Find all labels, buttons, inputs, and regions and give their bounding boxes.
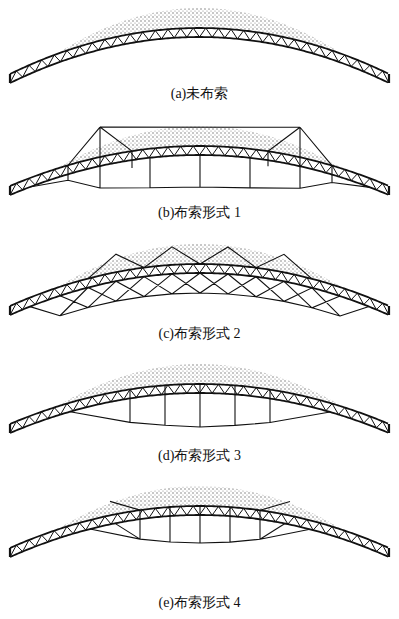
panel-caption: (b)布索形式 1 — [158, 205, 241, 220]
truss-arch-panel — [10, 126, 389, 195]
end-post — [10, 548, 389, 557]
caption-wrap: (d)布索形式 3 — [0, 446, 399, 464]
cable-system — [70, 384, 330, 427]
caption-wrap: (c)布索形式 2 — [0, 324, 399, 342]
truss-web — [10, 264, 389, 315]
end-post — [10, 74, 389, 83]
truss-arch-panel — [10, 8, 389, 83]
bottom-chord — [10, 515, 388, 557]
caption-wrap: (e)布索形式 4 — [0, 593, 399, 611]
truss-web — [10, 384, 389, 433]
cable-system — [30, 247, 369, 316]
bottom-chord — [10, 37, 388, 83]
caption-wrap: (a)未布索 — [0, 84, 399, 102]
cable-system — [90, 501, 310, 543]
panel-caption: (d)布索形式 3 — [158, 448, 241, 463]
truss-arch-panel — [10, 244, 389, 316]
truss-arch-panel — [10, 486, 389, 557]
panel-caption: (a)未布索 — [171, 86, 229, 101]
bottom-chord — [10, 155, 388, 195]
truss-arch-panel — [10, 364, 389, 433]
panel-caption: (e)布索形式 4 — [158, 595, 240, 610]
caption-wrap: (b)布索形式 1 — [0, 203, 399, 221]
panel-caption: (c)布索形式 2 — [158, 326, 240, 341]
truss-web — [10, 28, 389, 83]
cable-system — [30, 127, 370, 188]
